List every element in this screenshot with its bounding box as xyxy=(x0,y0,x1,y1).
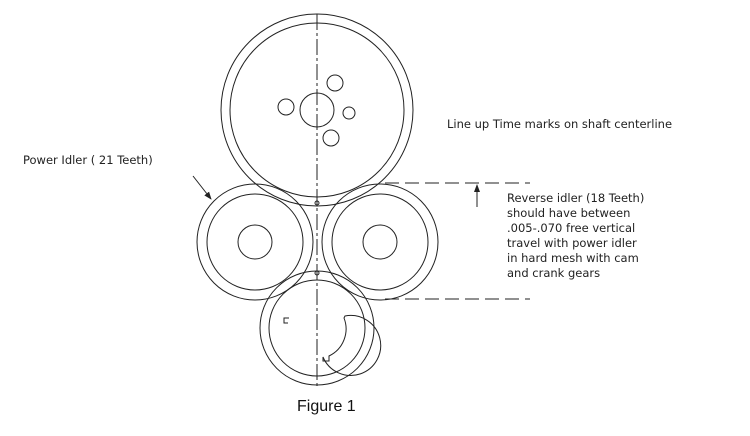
keyed-bore xyxy=(283,314,382,376)
note-line: travel with power idler xyxy=(507,236,637,250)
note-line: and crank gears xyxy=(507,266,600,280)
reverse-idler-gear xyxy=(321,183,439,301)
power-idler-leader xyxy=(192,175,212,200)
reverse-idler-note: Reverse idler (18 Teeth) should have bet… xyxy=(507,191,644,280)
power-idler-label: Power Idler ( 21 Teeth) xyxy=(23,153,153,167)
cam-hole xyxy=(322,129,340,147)
cam-hole xyxy=(277,98,295,116)
crank-gear xyxy=(259,270,382,386)
note-line: should have between xyxy=(507,206,630,220)
note-line: .005-.070 free vertical xyxy=(507,221,635,235)
note-line: Reverse idler (18 Teeth) xyxy=(507,191,644,205)
timing-note: Line up Time marks on shaft centerline xyxy=(447,117,672,131)
note-line: in hard mesh with cam xyxy=(507,251,639,265)
cam-hole xyxy=(326,74,344,92)
power-idler-gear xyxy=(196,183,314,301)
cam-hole xyxy=(342,106,356,120)
figure-caption: Figure 1 xyxy=(297,398,356,415)
